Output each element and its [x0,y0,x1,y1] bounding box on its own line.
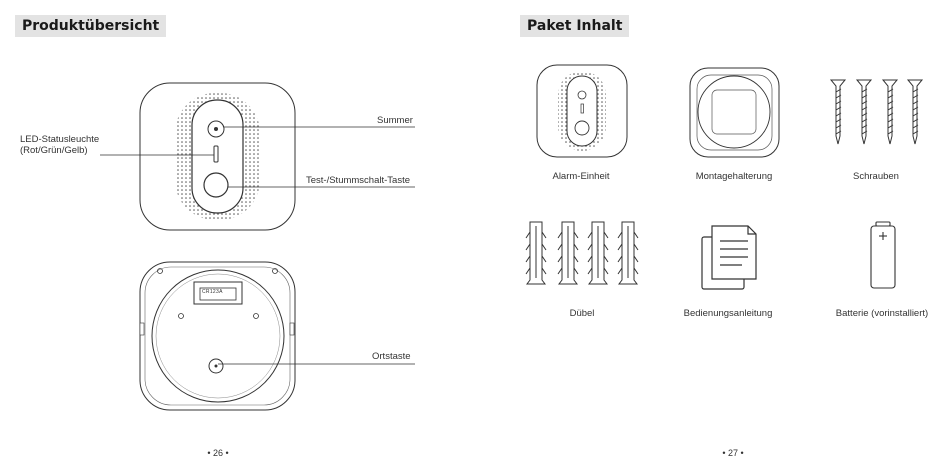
caption-mounting-bracket: Montagehalterung [654,171,814,182]
led-indicator-icon [214,146,218,162]
wall-plugs-icon [526,222,638,284]
test-button-icon [204,173,228,197]
callout-test-button: Test-/Stummschalt-Taste [306,175,410,186]
mounting-bracket-icon [690,68,779,157]
caption-wall-plugs: Dübel [502,308,662,319]
caption-screws: Schrauben [796,171,950,182]
battery-marking: CR123A [202,289,223,295]
screws-icon [831,80,922,144]
manual-icon [702,226,756,289]
page-number-right: • 27 • [703,448,763,458]
device-back-view [140,262,415,410]
caption-alarm-unit: Alarm-Einheit [501,171,661,182]
caption-manual: Bedienungsanleitung [648,308,808,319]
caption-battery: Batterie (vorinstalliert) [802,308,950,319]
callout-led-status: LED-Statusleuchte (Rot/Grün/Gelb) [20,134,99,156]
callout-locate-button: Ortstaste [372,351,411,362]
alarm-unit-icon [537,65,627,157]
device-front-view [100,83,415,230]
battery-icon [871,222,895,288]
page-number-left: • 26 • [188,448,248,458]
callout-buzzer: Summer [377,115,413,126]
